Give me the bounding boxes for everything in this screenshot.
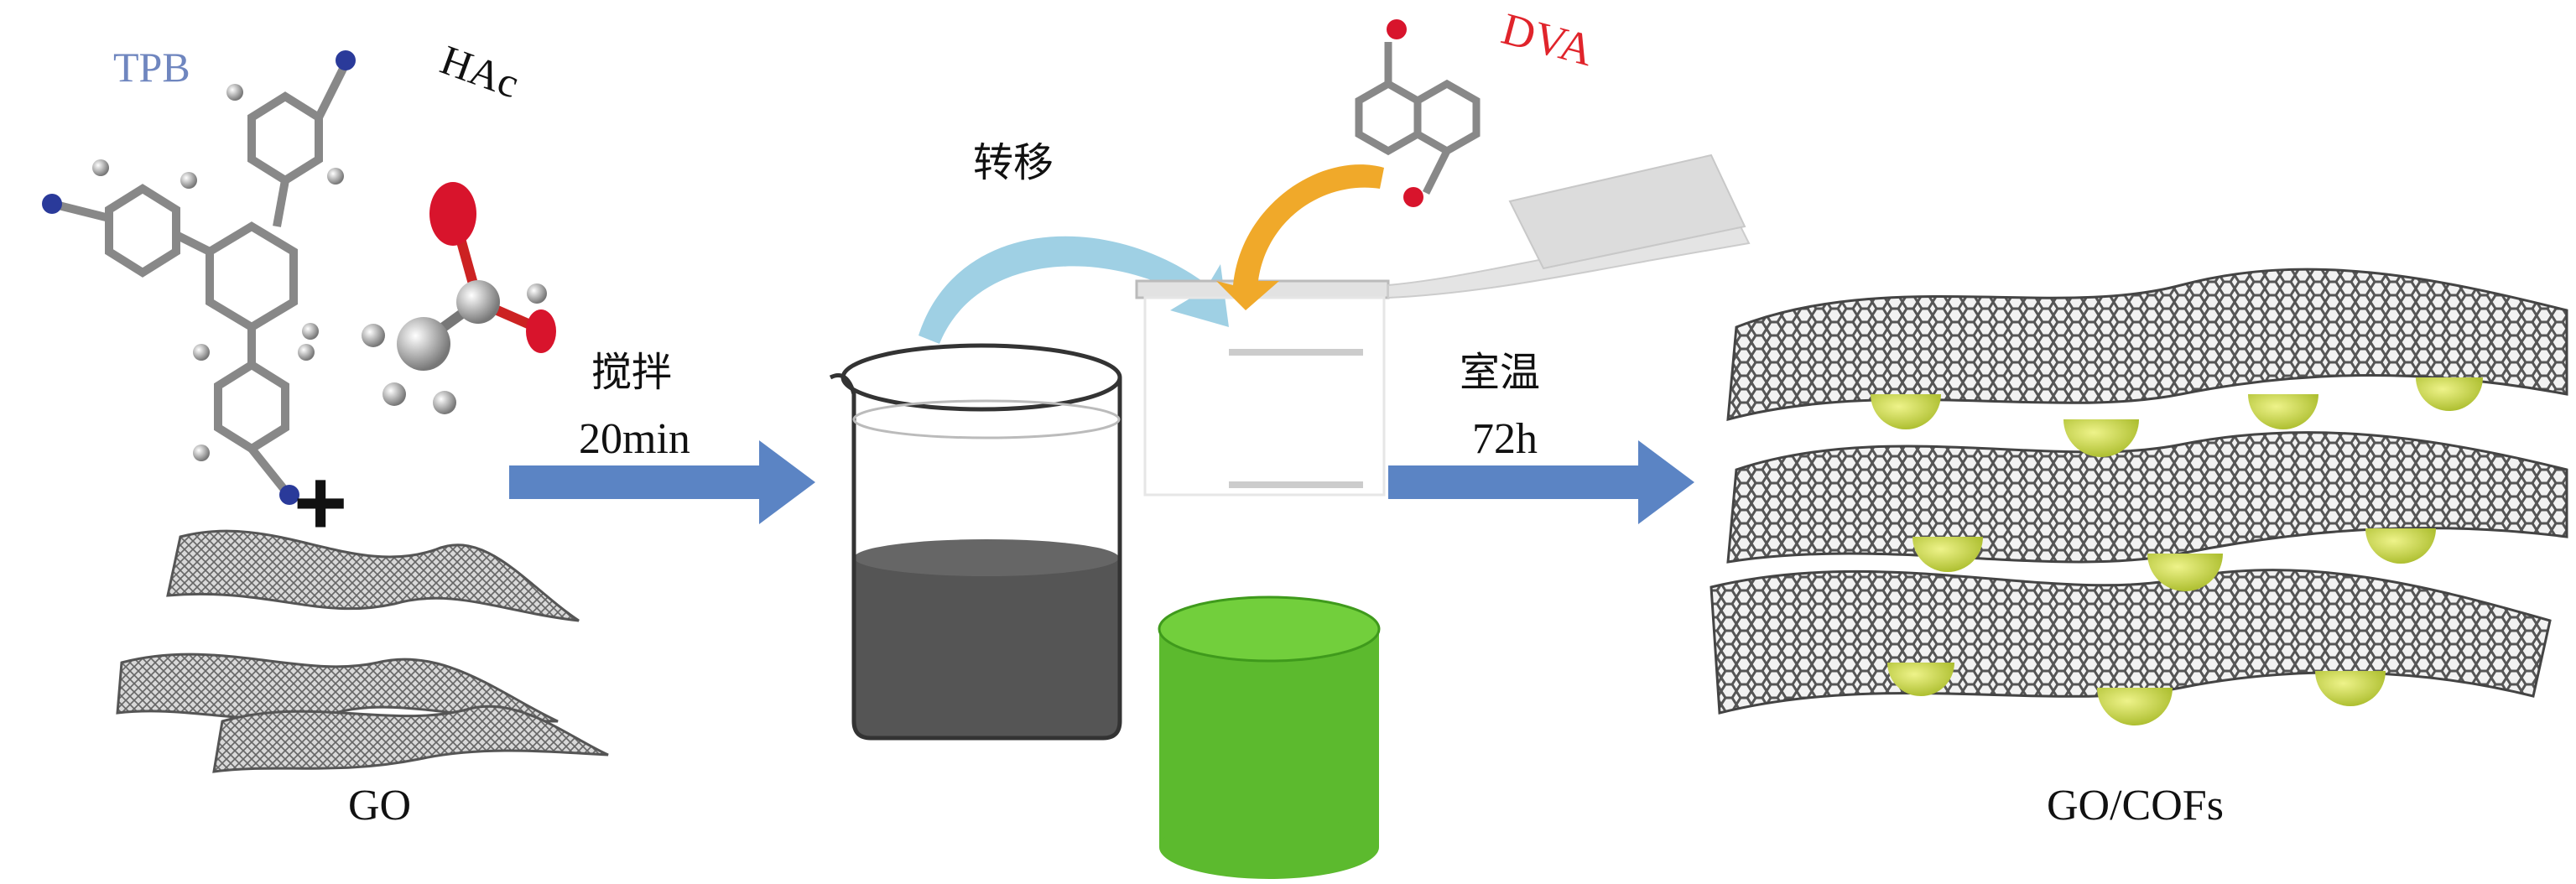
go-sheets <box>116 529 609 773</box>
tpb-molecule <box>57 65 348 494</box>
stir-time-label: 20min <box>579 415 690 463</box>
go-cofs-structure <box>1710 268 2568 715</box>
process-arrow-1 <box>509 440 815 524</box>
reaction-time-label: 72h <box>1472 415 1538 463</box>
hac-molecule <box>362 182 556 414</box>
mold-container <box>1135 153 1751 497</box>
tpb-label: TPB <box>113 44 190 91</box>
plus-sign: + <box>294 451 348 554</box>
green-cylinder <box>1158 595 1381 879</box>
go-label: GO <box>348 782 412 829</box>
transfer-arrow <box>919 236 1229 344</box>
process-arrow-2 <box>1388 440 1694 524</box>
tpb-atoms <box>42 50 356 505</box>
room-temp-label: 室温 <box>1460 349 1541 396</box>
dva-molecule <box>1355 19 1481 207</box>
transfer-label: 转移 <box>973 139 1054 186</box>
stir-label: 搅拌 <box>591 349 673 396</box>
dva-add-arrow <box>1216 164 1384 310</box>
cof-domes <box>1871 377 2483 725</box>
product-label: GO/COFs <box>2047 782 2224 829</box>
beaker <box>829 343 1122 741</box>
